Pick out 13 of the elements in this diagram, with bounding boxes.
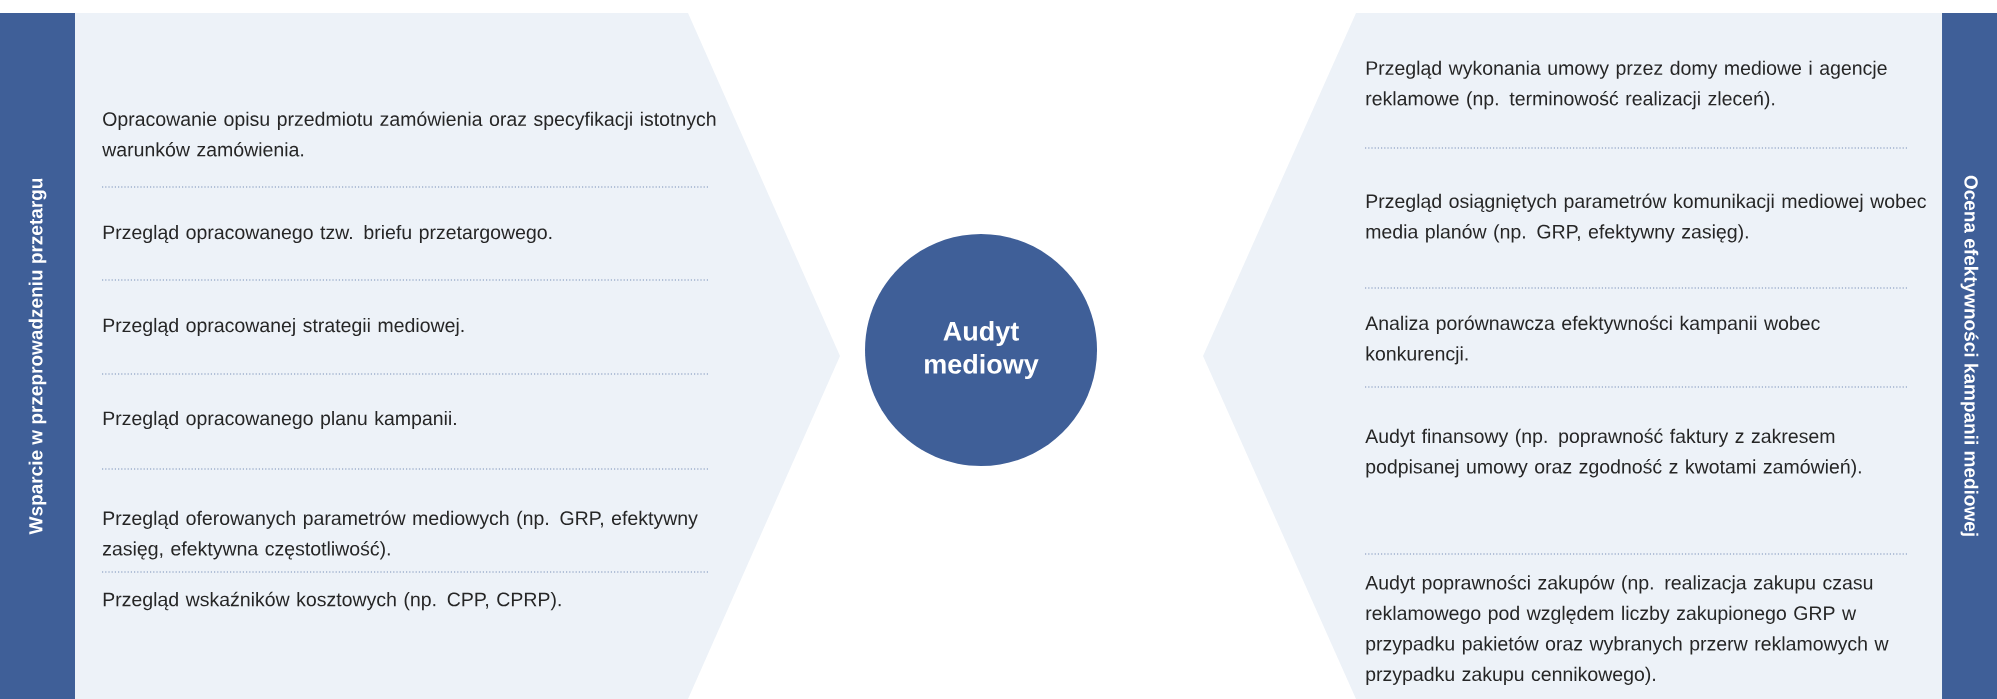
list-item-text: Przegląd oferowanych parametrów mediowych (np. GRP, efektywny zasięg, efektywna częstotliwość). [103, 510, 698, 560]
list-item-text: Przegląd wykonania umowy przez domy mediowe i agencje reklamowe (np. terminowość realizacji zleceń). [1366, 60, 1887, 110]
list-item-text: Audyt poprawności zakupów (np. realizacja zakupu czasu reklamowego pod względem liczby zakupionego GRP w przypadku pakietów oraz wybranych przerw reklamowych w przypadku zakupu cennikowego). [1365, 575, 1889, 685]
side-band: Ocena efektywności kampanii mediowej [1942, 13, 1997, 699]
list-item-text: Przegląd opracowanego planu kampanii. [103, 410, 456, 430]
list-item-text: Opracowanie opisu przedmiotu zamówienia oraz specyfikacji istotnych warunków zamówienia. [102, 111, 716, 157]
list-item-text: Analiza porównawcza efektywności kampanii wobec konkurencji. [1365, 315, 1820, 365]
side-band: Wsparcie w przeprowadzeniu przetargu [0, 13, 75, 699]
list-item-text: Audyt finansowy (np. poprawność faktury z zakresem podpisanej umowy oraz zgodność z kwotami zamówień). [1365, 428, 1861, 478]
list-item-text: Przegląd opracowanej strategii mediowej. [103, 317, 464, 337]
list-item-text: Przegląd wskaźników kosztowych (np. CPP, CPRP). [103, 591, 561, 611]
list-item-text: Przegląd opracowanego tzw. briefu przetargowego. [103, 224, 552, 244]
list-item-text: Przegląd osiągniętych parametrów komunikacji mediowej wobec media planów (np. GRP, efektywny zasięg). [1366, 193, 1926, 243]
